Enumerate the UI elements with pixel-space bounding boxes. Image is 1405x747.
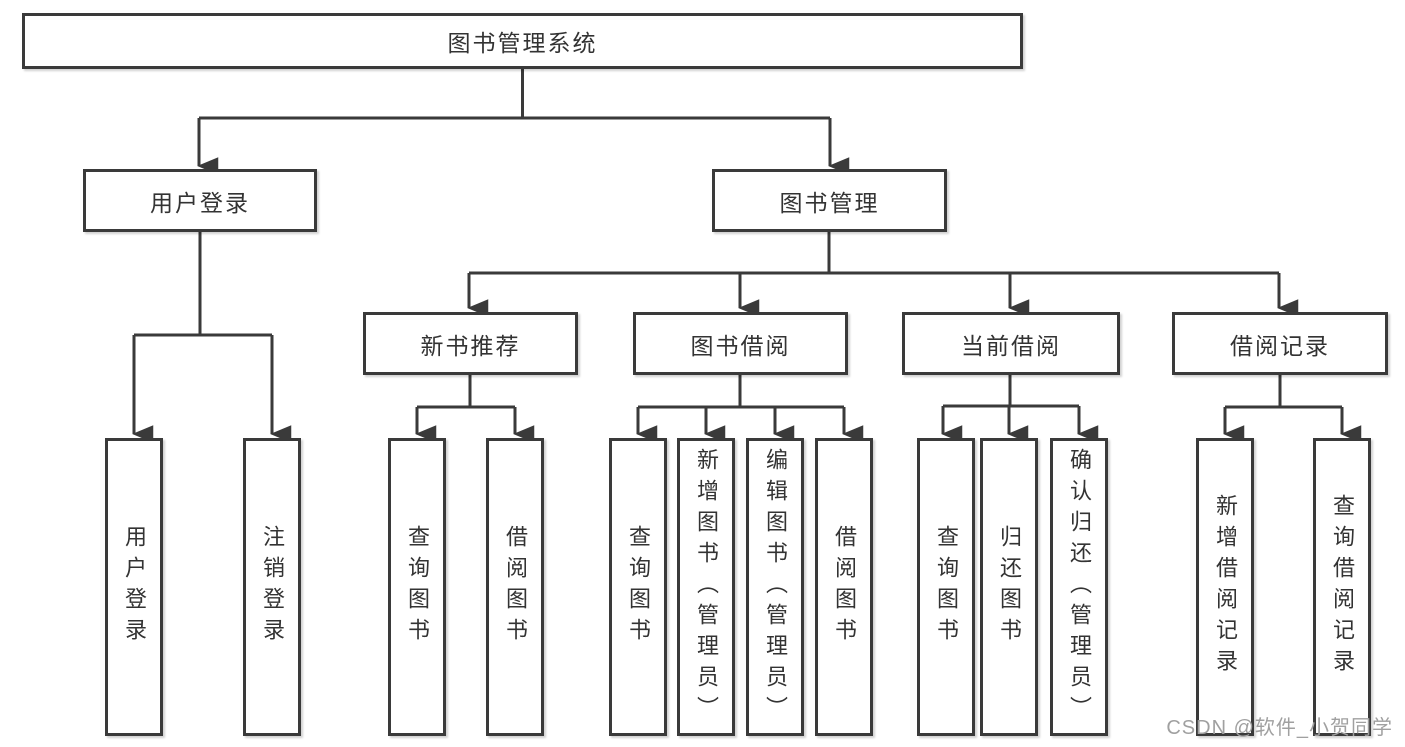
connector-borrow-records-children bbox=[1223, 375, 1362, 443]
node-current-borrow: 当前借阅 bbox=[902, 312, 1120, 375]
connector-current-borrow-children bbox=[941, 375, 1099, 443]
node-new-book-recommend: 新书推荐 bbox=[363, 312, 578, 375]
node-label: 新书推荐 bbox=[420, 332, 521, 359]
leaf-user-login: 用户登录 bbox=[105, 438, 163, 736]
csdn-watermark: CSDN @软件_小贺同学 bbox=[1166, 717, 1393, 739]
leaf-return-books: 归还图书 bbox=[980, 438, 1038, 736]
leaf-query-books-borrow: 查询图书 bbox=[609, 438, 667, 736]
node-label: 归还图书 bbox=[997, 525, 1022, 649]
node-label: 借阅记录 bbox=[1230, 332, 1330, 359]
node-label: 用户登录 bbox=[150, 189, 250, 216]
leaf-confirm-return-admin: 确认归还（管理员） bbox=[1050, 438, 1108, 736]
connector-root-to-level2 bbox=[197, 69, 850, 175]
node-label: 图书管理系统 bbox=[447, 30, 598, 56]
node-label: 编辑图书（管理员） bbox=[763, 447, 788, 727]
node-label: 借阅图书 bbox=[503, 525, 528, 649]
node-label: 查询图书 bbox=[405, 525, 430, 649]
leaf-borrow-books-borrow: 借阅图书 bbox=[815, 438, 873, 736]
node-label: 查询借阅记录 bbox=[1330, 494, 1355, 680]
node-label: 确认归还（管理员） bbox=[1067, 447, 1092, 727]
connector-new-book-recommend-children bbox=[415, 375, 535, 443]
connector-user-login-children bbox=[132, 232, 292, 443]
node-label: 查询图书 bbox=[626, 525, 651, 649]
node-user-login: 用户登录 bbox=[83, 169, 317, 232]
connector-book-borrow-children bbox=[636, 375, 864, 443]
node-label: 用户登录 bbox=[122, 525, 147, 649]
node-borrow-records: 借阅记录 bbox=[1172, 312, 1388, 375]
leaf-query-books-current: 查询图书 bbox=[917, 438, 975, 736]
node-label: 图书借阅 bbox=[690, 332, 791, 359]
leaf-borrow-books-recommend: 借阅图书 bbox=[486, 438, 544, 736]
connector-book-management-children bbox=[467, 232, 1299, 317]
node-label: 新增图书（管理员） bbox=[694, 447, 719, 727]
leaf-edit-book-admin: 编辑图书（管理员） bbox=[746, 438, 804, 736]
node-book-borrow: 图书借阅 bbox=[633, 312, 848, 375]
node-book-management: 图书管理 bbox=[712, 169, 947, 232]
node-label: 当前借阅 bbox=[961, 332, 1061, 359]
node-label: 图书管理 bbox=[779, 189, 880, 216]
leaf-query-books-recommend: 查询图书 bbox=[388, 438, 446, 736]
node-label: 新增借阅记录 bbox=[1213, 494, 1238, 680]
leaf-add-book-admin: 新增图书（管理员） bbox=[677, 438, 735, 736]
node-root-book-management-system: 图书管理系统 bbox=[22, 13, 1023, 69]
leaf-logout: 注销登录 bbox=[243, 438, 301, 736]
node-label: 查询图书 bbox=[934, 525, 959, 649]
leaf-add-borrow-record: 新增借阅记录 bbox=[1196, 438, 1254, 736]
leaf-query-borrow-record: 查询借阅记录 bbox=[1313, 438, 1371, 736]
node-label: 注销登录 bbox=[260, 525, 285, 649]
node-label: 借阅图书 bbox=[832, 525, 857, 649]
